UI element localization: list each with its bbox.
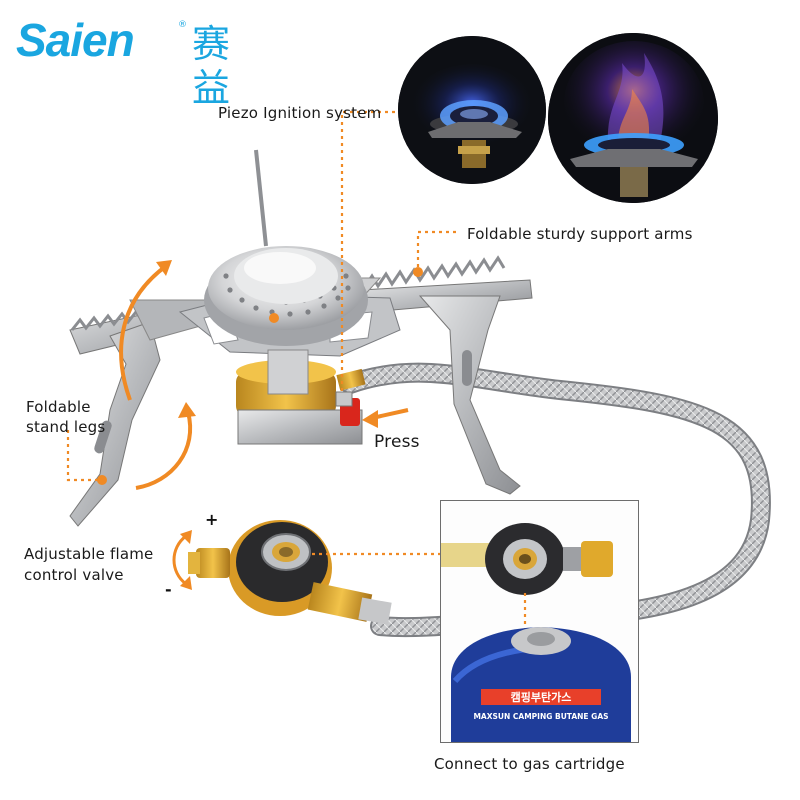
cartridge-korean-text: 캠핑부탄가스	[511, 690, 572, 704]
label-flame-valve-line2: control valve	[24, 566, 124, 584]
label-support-arms: Foldable sturdy support arms	[467, 225, 693, 243]
label-flame-valve-line1: Adjustable flame	[24, 545, 154, 563]
cartridge-inset-photo: 캠핑부탄가스 MAXSUN CAMPING BUTANE GAS	[440, 500, 639, 743]
registered-mark: ®	[178, 20, 187, 30]
label-piezo-ignition: Piezo Ignition system	[218, 104, 382, 122]
label-gas-cartridge: Connect to gas cartridge	[434, 755, 625, 773]
flame-photo-large	[548, 33, 718, 203]
minus-sign: -	[165, 580, 172, 599]
plus-sign: +	[205, 510, 219, 529]
cartridge-english-text: MAXSUN CAMPING BUTANE GAS	[473, 712, 608, 721]
brand-name: Saien	[16, 14, 135, 66]
label-press: Press	[374, 432, 420, 452]
brand-chinese-name: 赛益	[192, 22, 231, 110]
label-stand-legs-line2: stand legs	[26, 418, 106, 436]
label-stand-legs-line1: Foldable	[26, 398, 91, 416]
flame-photo-small	[398, 36, 546, 184]
